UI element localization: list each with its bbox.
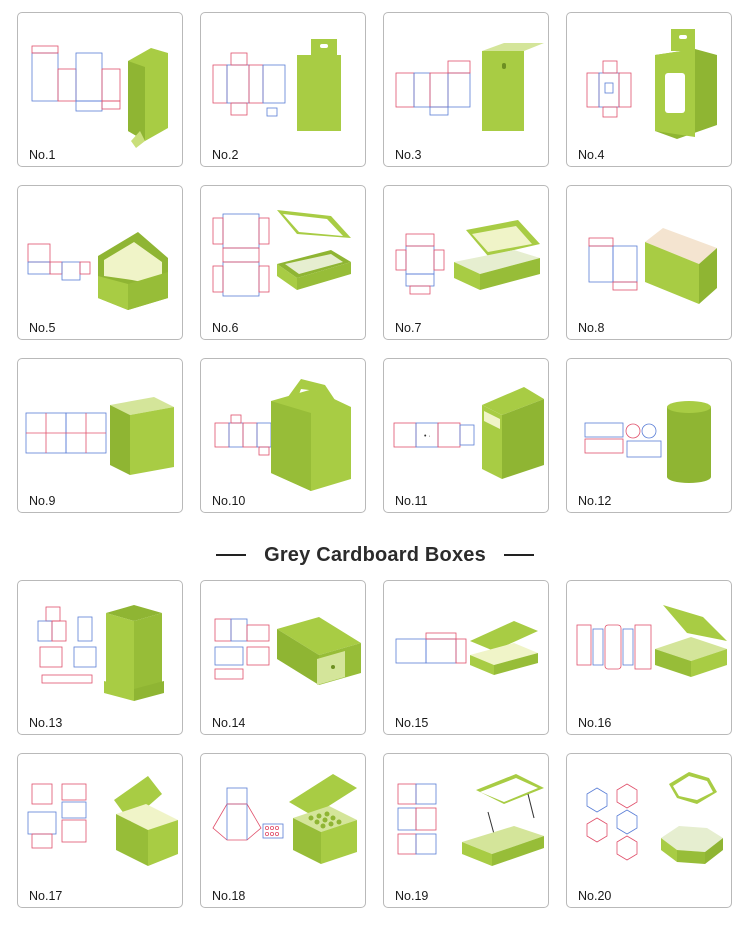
- box-15-illustration: [395, 621, 538, 675]
- box-7-illustration: [395, 220, 540, 295]
- box-20-illustration: [586, 772, 723, 864]
- box-card-1[interactable]: No.1: [17, 12, 183, 167]
- box-card-6[interactable]: No.6: [200, 185, 366, 340]
- box-2-illustration: [212, 39, 341, 131]
- box-card-18[interactable]: No.18: [200, 753, 366, 908]
- box-label: No.14: [212, 716, 246, 730]
- box-12-illustration: [584, 401, 711, 483]
- box-label: No.4: [578, 148, 605, 162]
- box-card-10[interactable]: No.10: [200, 358, 366, 513]
- box-label: No.8: [578, 321, 605, 335]
- box-13-illustration: [37, 605, 164, 701]
- heading-right-rule: [503, 554, 534, 556]
- box-1-illustration: [31, 45, 168, 148]
- box-card-17[interactable]: No.17: [17, 753, 183, 908]
- box-18-illustration: [212, 774, 357, 864]
- svg-text:• ·: • ·: [424, 433, 431, 440]
- box-card-20[interactable]: No.20: [566, 753, 732, 908]
- box-3-illustration: [395, 43, 544, 131]
- box-card-4[interactable]: No.4: [566, 12, 732, 167]
- box-card-12[interactable]: No.12: [566, 358, 732, 513]
- box-card-19[interactable]: No.19: [383, 753, 549, 908]
- box-label: No.18: [212, 889, 246, 903]
- heading-left-rule: [216, 554, 247, 556]
- box-card-3[interactable]: No.3: [383, 12, 549, 167]
- box-5-illustration: [27, 232, 168, 310]
- box-8-illustration: [588, 228, 717, 304]
- box-14-illustration: [214, 617, 361, 685]
- box-card-16[interactable]: No.16: [566, 580, 732, 735]
- box-card-14[interactable]: No.14: [200, 580, 366, 735]
- section-title: Grey Cardboard Boxes: [264, 543, 486, 566]
- box-label: No.9: [29, 494, 56, 508]
- box-label: No.2: [212, 148, 239, 162]
- box-9-illustration: [25, 397, 174, 475]
- box-card-5[interactable]: No.5: [17, 185, 183, 340]
- box-label: No.16: [578, 716, 612, 730]
- box-label: No.15: [395, 716, 429, 730]
- box-card-13[interactable]: No.13: [17, 580, 183, 735]
- box-card-2[interactable]: No.2: [200, 12, 366, 167]
- box-card-9[interactable]: No.9: [17, 358, 183, 513]
- box-label: No.1: [29, 148, 56, 162]
- box-card-15[interactable]: No.15: [383, 580, 549, 735]
- box-11-illustration: • ·: [393, 387, 544, 479]
- section-heading: Grey Cardboard Boxes: [0, 540, 750, 570]
- box-label: No.12: [578, 494, 612, 508]
- box-6-illustration: [212, 210, 351, 297]
- box-4-illustration: [586, 29, 717, 139]
- box-10-illustration: [214, 379, 351, 491]
- box-label: No.3: [395, 148, 422, 162]
- box-17-illustration: [27, 776, 178, 866]
- box-label: No.6: [212, 321, 239, 335]
- box-label: No.20: [578, 889, 612, 903]
- box-card-8[interactable]: No.8: [566, 185, 732, 340]
- box-16-illustration: [576, 605, 727, 677]
- box-label: No.10: [212, 494, 246, 508]
- box-label: No.11: [395, 494, 428, 508]
- box-card-11[interactable]: • · No.11: [383, 358, 549, 513]
- box-label: No.5: [29, 321, 56, 335]
- box-label: No.7: [395, 321, 422, 335]
- box-label: No.19: [395, 889, 429, 903]
- box-19-illustration: [397, 774, 544, 866]
- box-card-7[interactable]: No.7: [383, 185, 549, 340]
- box-label: No.17: [29, 889, 63, 903]
- box-label: No.13: [29, 716, 63, 730]
